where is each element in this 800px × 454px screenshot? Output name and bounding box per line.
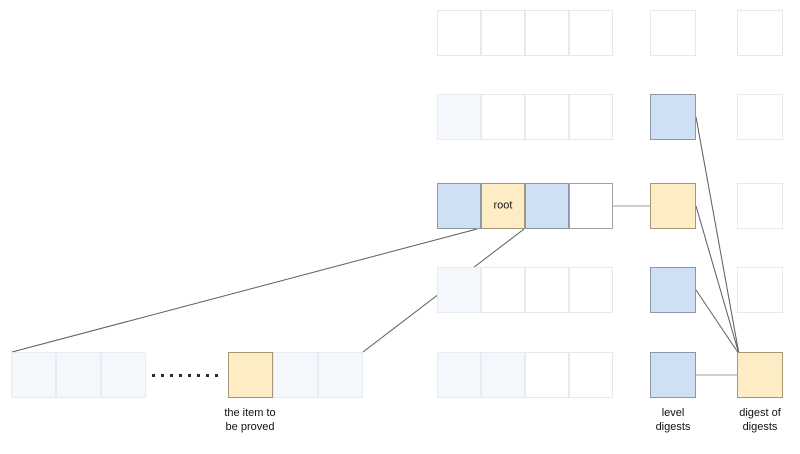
row-3-level-digest[interactable] [650,183,696,229]
root-label: root [493,199,513,212]
caption-digest-of-digests: digest of digests [739,407,781,433]
row-2-grid-cell-1[interactable] [437,94,481,140]
link-level-digest-row4-to-dod [695,289,740,355]
row-4-grid-cell-4[interactable] [569,267,613,313]
leaf-cell-6[interactable] [318,352,363,398]
row-5-digest-of-digests[interactable] [737,352,783,398]
leaf-cell-1[interactable] [11,352,56,398]
leaf-cell-3[interactable] [101,352,146,398]
row-2-level-digest[interactable] [650,94,696,140]
row-3-grid-cell-root[interactable]: root [481,183,525,229]
caption-item-to-be-proved: the item to be proved [224,407,276,433]
row-2-grid-cell-3[interactable] [525,94,569,140]
row-1-grid-cell-1[interactable] [437,10,481,56]
row-3-digest-of-digests[interactable] [737,183,783,229]
row-4-level-digest[interactable] [650,267,696,313]
row-1-level-digest[interactable] [650,10,696,56]
ellipsis-dot [206,373,209,377]
ellipsis-dot [188,373,191,377]
row-2-grid-cell-2[interactable] [481,94,525,140]
ellipsis-dots [152,373,218,377]
ellipsis-dot [215,373,218,377]
row-4-digest-of-digests[interactable] [737,267,783,313]
leaf-cell-2[interactable] [56,352,101,398]
row-4-grid-cell-1[interactable] [437,267,481,313]
link-level-digest-row2-to-dod [695,116,740,355]
row-1-grid-cell-4[interactable] [569,10,613,56]
row-5-grid-cell-1[interactable] [437,352,481,398]
row-1-grid-cell-2[interactable] [481,10,525,56]
row-4-grid-cell-2[interactable] [481,267,525,313]
row-5-grid-cell-4[interactable] [569,352,613,398]
row-5-grid-cell-3[interactable] [525,352,569,398]
row-5-level-digest[interactable] [650,352,696,398]
row-3-grid-cell-4[interactable] [569,183,613,229]
row-4-grid-cell-3[interactable] [525,267,569,313]
leaf-cell-5[interactable] [273,352,318,398]
link-level-digest-row3-to-dod [695,205,740,355]
row-1-digest-of-digests[interactable] [737,10,783,56]
ellipsis-dot [170,373,173,377]
row-2-digest-of-digests[interactable] [737,94,783,140]
ellipsis-dot [161,373,164,377]
ellipsis-dot [197,373,200,377]
ellipsis-dot [152,373,155,377]
row-3-grid-cell-1[interactable] [437,183,481,229]
row-1-grid-cell-3[interactable] [525,10,569,56]
row-3-grid-cell-3[interactable] [525,183,569,229]
row-2-grid-cell-4[interactable] [569,94,613,140]
row-5-grid-cell-2[interactable] [481,352,525,398]
ellipsis-dot [179,373,182,377]
caption-level-digests: level digests [655,407,691,433]
leaf-cell-item-to-be-proved[interactable] [228,352,273,398]
link-root-to-leaf-left [11,228,478,353]
